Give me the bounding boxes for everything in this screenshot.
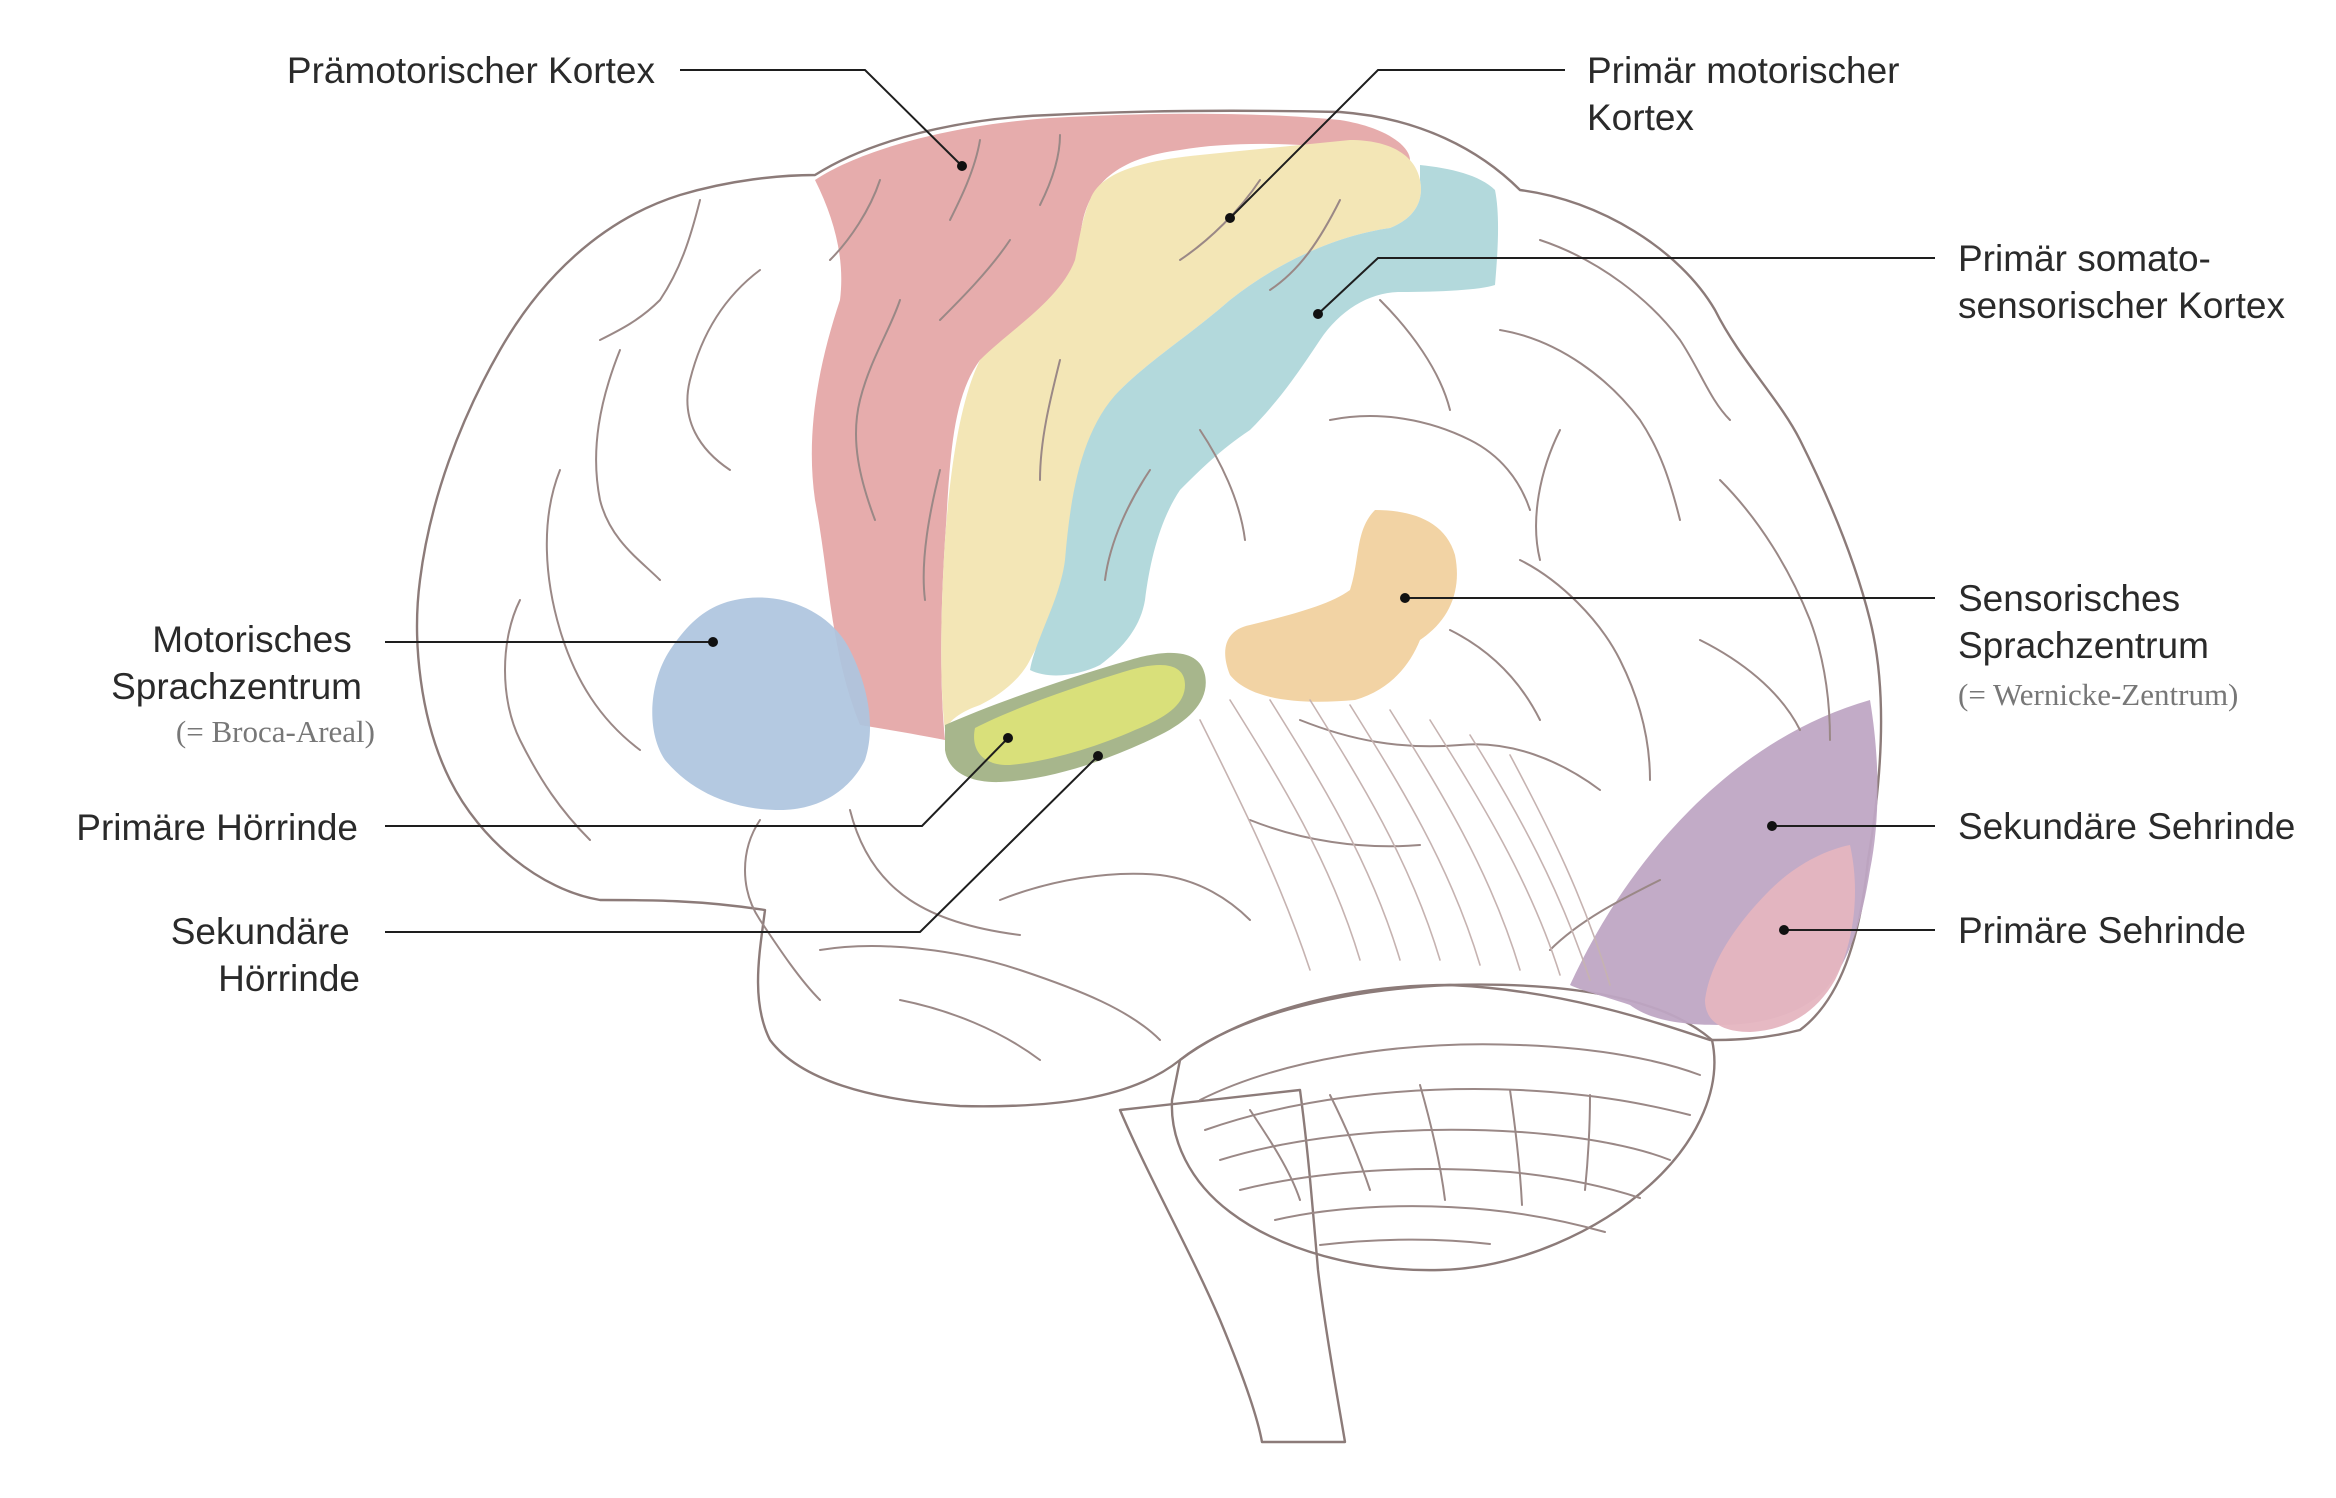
dot-wernicke xyxy=(1400,593,1410,603)
leader-secondary-auditory xyxy=(385,755,1099,933)
area-wernicke xyxy=(1225,510,1457,702)
area-broca xyxy=(652,597,870,810)
label-broca: Motorisches Sprachzentrum xyxy=(111,619,362,707)
label-wernicke: Sensorisches Sprachzentrum xyxy=(1958,578,2209,666)
dot-broca xyxy=(708,637,718,647)
label-broca-sub: (= Broca-Areal) xyxy=(176,714,375,749)
cerebellum xyxy=(1170,983,1716,1272)
label-secondary-auditory: Sekundäre Hörrinde xyxy=(171,911,360,999)
leader-lines xyxy=(385,69,1935,935)
label-primary-visual: Primäre Sehrinde xyxy=(1958,910,2246,951)
leader-premotor xyxy=(680,69,963,167)
label-secondary-auditory-line-2: Hörrinde xyxy=(218,958,360,999)
dot-primary-auditory xyxy=(1003,733,1013,743)
dot-secondary-visual xyxy=(1767,821,1777,831)
label-premotor: Prämotorischer Kortex xyxy=(287,50,656,91)
leader-primary-motor xyxy=(1229,69,1565,219)
brain-illustration xyxy=(415,109,1883,1444)
labels: Prämotorischer Kortex Primär motorischer… xyxy=(76,50,2295,999)
label-primary-motor-line-1: Primär motorischer xyxy=(1587,50,1900,91)
label-wernicke-sub: (= Wernicke-Zentrum) xyxy=(1958,677,2238,712)
label-somatosensory-line-1: Primär somato- xyxy=(1958,238,2211,279)
label-broca-line-2: Sprachzentrum xyxy=(111,666,362,707)
label-primary-motor-line-2: Kortex xyxy=(1587,97,1694,138)
label-secondary-visual: Sekundäre Sehrinde xyxy=(1958,806,2295,847)
temporal-lobe-striations xyxy=(1199,699,1611,986)
dot-premotor xyxy=(957,161,967,171)
dot-somatosensory xyxy=(1313,309,1323,319)
label-wernicke-line-1: Sensorisches xyxy=(1958,578,2180,619)
label-wernicke-line-2: Sprachzentrum xyxy=(1958,625,2209,666)
label-somatosensory: Primär somato- sensorischer Kortex xyxy=(1958,238,2285,326)
area-primary-visual xyxy=(1705,845,1855,1032)
area-premotor xyxy=(811,113,1410,740)
dot-primary-motor xyxy=(1225,213,1235,223)
dot-primary-visual xyxy=(1779,925,1789,935)
area-primary-auditory xyxy=(974,665,1185,766)
leader-somatosensory xyxy=(1317,257,1935,315)
label-somatosensory-line-2: sensorischer Kortex xyxy=(1958,285,2285,326)
leader-primary-auditory xyxy=(385,737,1009,827)
label-broca-line-1: Motorisches xyxy=(152,619,351,660)
cerebrum xyxy=(415,109,1883,1108)
cerebellum-folia xyxy=(1199,1043,1701,1246)
dot-secondary-auditory xyxy=(1093,751,1103,761)
label-secondary-auditory-line-1: Sekundäre xyxy=(171,911,350,952)
area-somatosensory xyxy=(1030,165,1499,676)
label-primary-auditory: Primäre Hörrinde xyxy=(76,807,358,848)
brainstem xyxy=(1118,1088,1347,1444)
label-primary-motor: Primär motorischer Kortex xyxy=(1587,50,1910,138)
cortex-folds xyxy=(504,134,1831,1061)
